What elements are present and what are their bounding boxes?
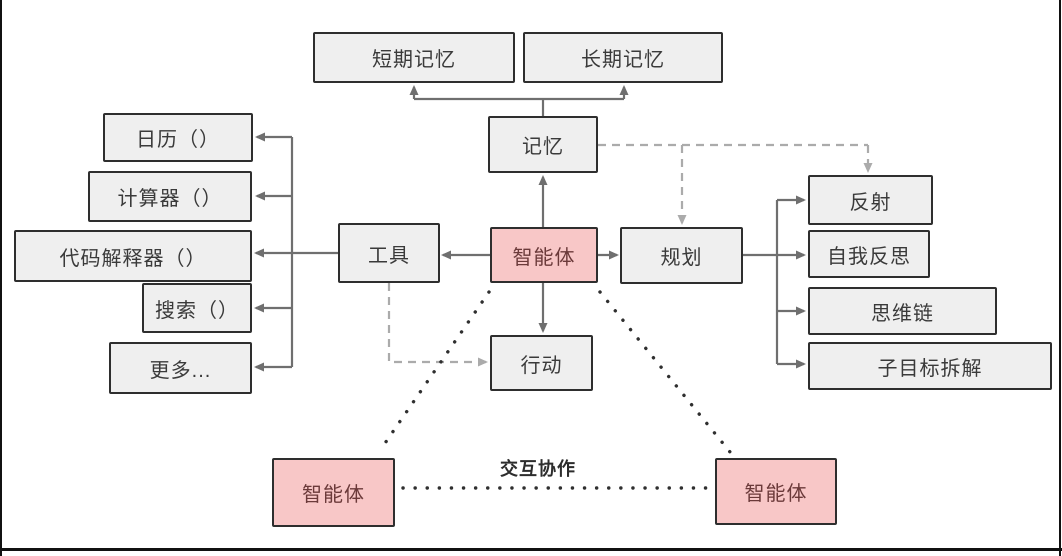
node-agent: 智能体 [490, 227, 598, 283]
node-short-term-memory: 短期记忆 [313, 32, 515, 83]
frame-left-border [0, 0, 2, 556]
node-long-term-memory: 长期记忆 [523, 32, 723, 83]
node-search: 搜索（） [142, 283, 252, 333]
node-agent-right: 智能体 [715, 458, 837, 525]
frame-right-border [1059, 0, 1061, 556]
node-tools: 工具 [338, 223, 440, 283]
connector-memory-dashed-to-planning-reflection [598, 143, 873, 225]
connector-tools-to-tool-list [254, 132, 338, 372]
frame-bottom-border [0, 548, 1062, 551]
node-code-interpreter: 代码解释器（） [14, 230, 252, 282]
node-calendar: 日历（） [103, 113, 253, 162]
node-calculator: 计算器（） [88, 171, 252, 222]
node-reflection: 反射 [808, 175, 933, 225]
connector-memory-to-top-memories [409, 85, 629, 116]
connector-tools-dashed-to-action [387, 283, 488, 367]
node-memory: 记忆 [488, 116, 598, 173]
connector-planning-to-methods [743, 195, 806, 369]
connector-agent-core [441, 175, 619, 333]
edge-label-collaboration: 交互协作 [500, 459, 576, 479]
connector-agent-collaboration-dotted [379, 290, 732, 490]
node-planning: 规划 [620, 227, 743, 284]
node-agent-left: 智能体 [272, 458, 395, 527]
node-chain-of-thought: 思维链 [808, 287, 997, 335]
node-self-reflection: 自我反思 [808, 230, 930, 278]
node-subgoal-decomposition: 子目标拆解 [808, 342, 1052, 390]
node-more: 更多... [109, 342, 252, 394]
node-action: 行动 [490, 335, 593, 391]
